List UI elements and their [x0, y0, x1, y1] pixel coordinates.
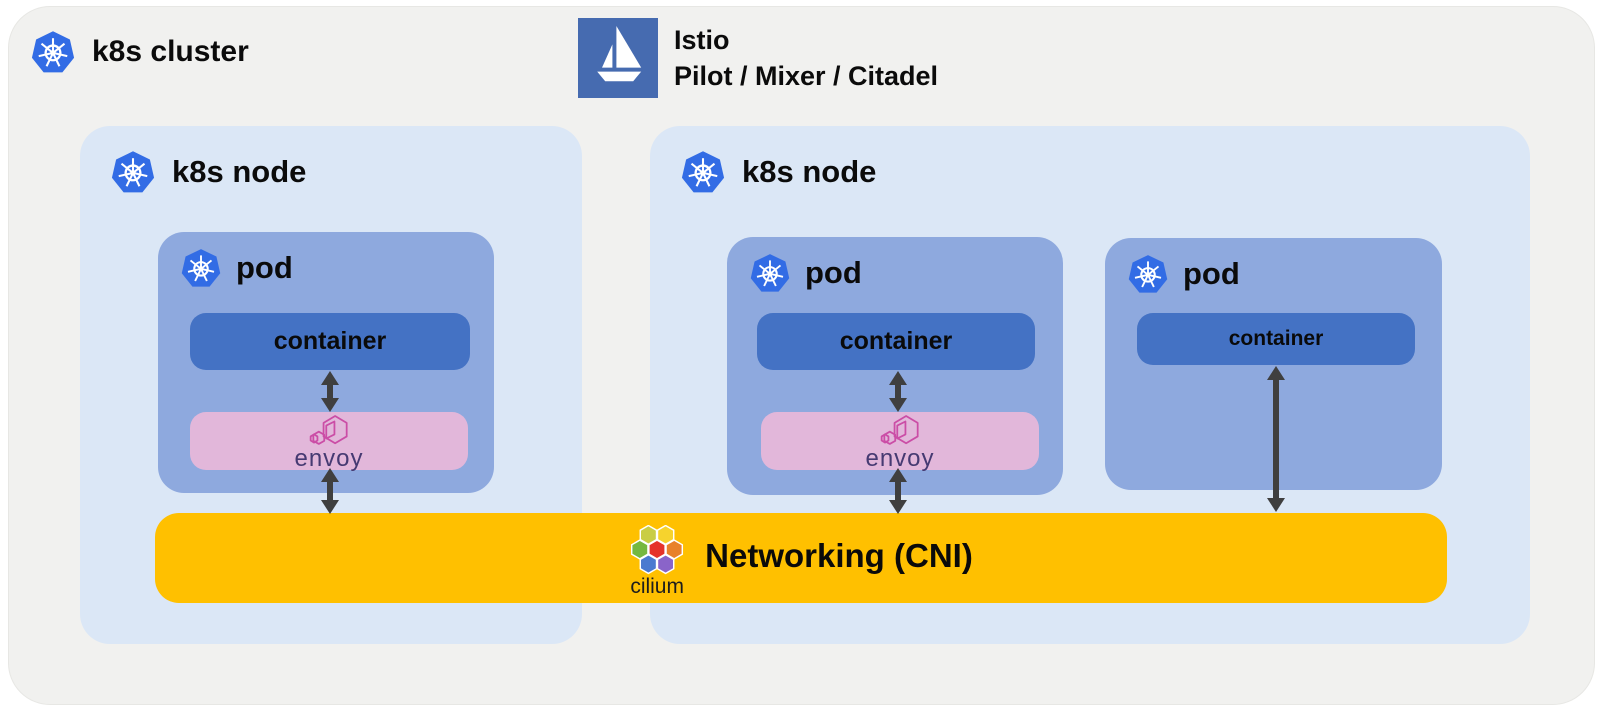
istio-subtitle: Pilot / Mixer / Citadel: [674, 61, 939, 91]
istio-title: Istio: [674, 25, 730, 55]
arrow-stem: [327, 482, 333, 500]
arrow-head-up: [1267, 366, 1285, 380]
cluster-header: k8s cluster: [30, 28, 249, 76]
node-2-label: k8s node: [742, 154, 877, 189]
arrow-head-down: [321, 398, 339, 412]
bidirectional-arrow-container-network: [1263, 366, 1289, 512]
arrow-head-down: [889, 500, 907, 514]
kubernetes-icon: [111, 151, 155, 193]
istio-text: Istio Pilot / Mixer / Citadel: [674, 18, 938, 94]
networking-cni-bar: cilium Networking (CNI): [155, 513, 1447, 603]
arrow-head-up: [321, 468, 339, 482]
container-box-3: container: [1137, 313, 1415, 365]
arrow-head-down: [321, 500, 339, 514]
kubernetes-icon: [750, 254, 790, 292]
cilium-label: cilium: [630, 574, 684, 598]
node-2-header: k8s node: [680, 148, 876, 196]
bidirectional-arrow-envoy-network-2: [885, 468, 911, 514]
envoy-icon: [880, 415, 919, 445]
arrow-head-up: [321, 371, 339, 385]
pod-2-header: pod: [749, 251, 862, 295]
arrow-stem: [327, 385, 333, 398]
kubernetes-icon: [181, 249, 221, 287]
pod-3-label: pod: [1183, 256, 1240, 291]
cilium-block: cilium: [629, 524, 685, 598]
istio-icon: [578, 18, 658, 98]
node-1-header: k8s node: [110, 148, 306, 196]
node-1-label: k8s node: [172, 154, 307, 189]
pod-2-label: pod: [805, 255, 862, 290]
networking-cni-label: Networking (CNI): [705, 537, 973, 574]
kubernetes-icon: [31, 31, 75, 73]
pod-3-header: pod: [1127, 252, 1240, 296]
envoy-label: envoy: [865, 445, 935, 472]
cilium-icon: [631, 524, 684, 574]
pod-1-label: pod: [236, 250, 293, 285]
arrow-head-up: [889, 468, 907, 482]
container-box-2: container: [757, 313, 1035, 370]
envoy-sidecar-2: envoy: [761, 412, 1039, 472]
arrow-head-up: [889, 371, 907, 385]
arrow-stem: [895, 482, 901, 500]
cluster-label: k8s cluster: [92, 35, 249, 68]
arrow-head-down: [1267, 498, 1285, 512]
bidirectional-arrow-container-envoy-1: [317, 371, 343, 412]
kubernetes-icon: [681, 151, 725, 193]
arrow-stem: [1273, 380, 1279, 498]
container-box-1: container: [190, 313, 470, 370]
envoy-icon: [309, 415, 348, 445]
pod-1-header: pod: [180, 246, 293, 290]
envoy-sidecar-1: envoy: [190, 412, 468, 472]
envoy-label: envoy: [294, 445, 364, 472]
kubernetes-icon: [1128, 255, 1168, 293]
bidirectional-arrow-envoy-network-1: [317, 468, 343, 514]
bidirectional-arrow-container-envoy-2: [885, 371, 911, 412]
arrow-stem: [895, 385, 901, 398]
arrow-head-down: [889, 398, 907, 412]
istio-block: Istio Pilot / Mixer / Citadel: [578, 18, 938, 98]
